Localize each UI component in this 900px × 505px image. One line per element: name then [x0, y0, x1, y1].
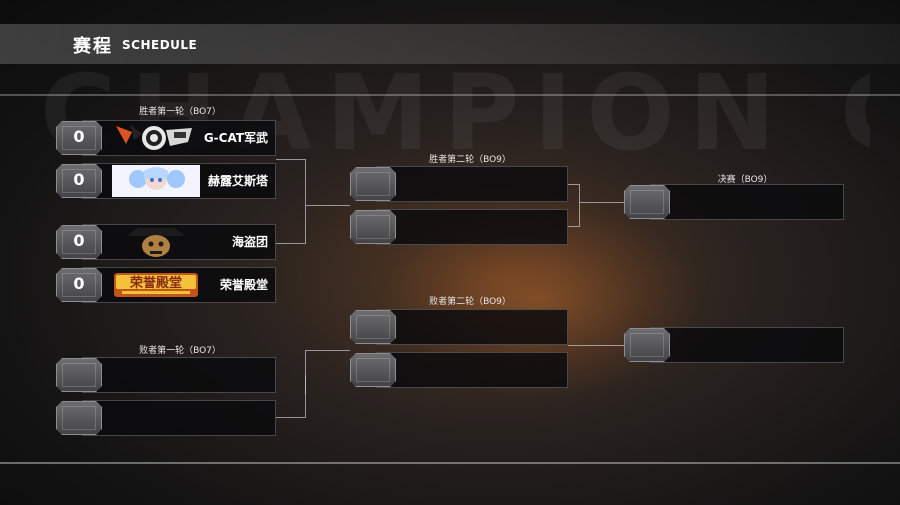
team-name: 荣誉殿堂	[219, 278, 268, 292]
team-bar	[376, 309, 568, 345]
header-bar: 赛程 SCHEDULE	[0, 24, 900, 64]
team-bar	[82, 357, 276, 393]
round-label-winners-r2: 胜者第二轮（BO9）	[429, 155, 511, 165]
match-slot-team-honor[interactable]: 0 荣誉殿堂 荣誉殿堂	[56, 267, 276, 303]
bracket-connector-line	[306, 205, 350, 206]
bottom-divider	[0, 462, 900, 464]
score-badge	[624, 185, 670, 219]
round-label-final: 决赛（BO9）	[717, 175, 773, 185]
bracket-connector-line	[580, 202, 624, 203]
score-badge	[350, 310, 396, 344]
score-badge	[56, 401, 102, 435]
team-bar	[376, 166, 568, 202]
bracket-connector-line	[568, 345, 624, 346]
match-slot-lr2-b[interactable]	[350, 352, 568, 388]
score-badge	[350, 210, 396, 244]
team-bar	[376, 209, 568, 245]
match-slot-final-b[interactable]	[624, 327, 844, 363]
pirate-skull-logo-icon	[126, 228, 186, 257]
team-score: 0	[73, 127, 85, 146]
score-badge	[56, 358, 102, 392]
team-score: 0	[73, 274, 85, 293]
match-slot-lr1-a[interactable]	[56, 357, 276, 393]
match-slot-team-helu[interactable]: 0 赫露艾斯塔	[56, 163, 276, 199]
team-name: 赫露艾斯塔	[207, 174, 268, 188]
cat-mascot-logo-icon	[116, 124, 192, 150]
honor-hall-logo-text: 荣誉殿堂	[129, 275, 182, 291]
score-badge	[56, 225, 102, 259]
score-badge	[350, 167, 396, 201]
team-name: G-CAT军武	[203, 131, 268, 145]
round-label-losers-r2: 败者第二轮（BO9）	[429, 297, 511, 307]
match-slot-team-pirates[interactable]: 0 海盗团	[56, 224, 276, 260]
team-name: 海盗团	[231, 235, 268, 249]
score-badge	[56, 268, 102, 302]
round-label-winners-r1: 胜者第一轮（BO7）	[139, 107, 221, 117]
anime-girl-avatar-icon	[112, 165, 200, 197]
bracket-connector-line	[306, 350, 350, 351]
match-slot-team-gcat[interactable]: 0 G-CAT军武	[56, 120, 276, 156]
round-label-losers-r1: 败者第一轮（BO7）	[139, 346, 221, 356]
match-slot-wr2-b[interactable]	[350, 209, 568, 245]
match-slot-lr2-a[interactable]	[350, 309, 568, 345]
score-badge	[56, 164, 102, 198]
team-bar	[82, 224, 276, 260]
team-score: 0	[73, 231, 85, 250]
bracket-connector-lr1	[276, 375, 306, 418]
bracket-connector-wr2	[568, 184, 580, 227]
honor-hall-logo-icon: 荣誉殿堂	[114, 273, 198, 297]
match-slot-wr2-a[interactable]	[350, 166, 568, 202]
top-divider	[0, 94, 900, 96]
score-badge	[56, 121, 102, 155]
score-badge	[350, 353, 396, 387]
score-badge	[624, 328, 670, 362]
team-bar	[650, 327, 844, 363]
bracket-connector-wr1	[276, 159, 306, 244]
team-bar	[376, 352, 568, 388]
team-bar	[650, 184, 844, 220]
match-slot-final-a[interactable]	[624, 184, 844, 220]
page-subtitle: SCHEDULE	[122, 38, 198, 52]
bracket-connector-vline	[305, 350, 306, 394]
page-title: 赛程	[73, 36, 113, 57]
team-bar	[82, 400, 276, 436]
match-slot-lr1-b[interactable]	[56, 400, 276, 436]
team-score: 0	[73, 170, 85, 189]
